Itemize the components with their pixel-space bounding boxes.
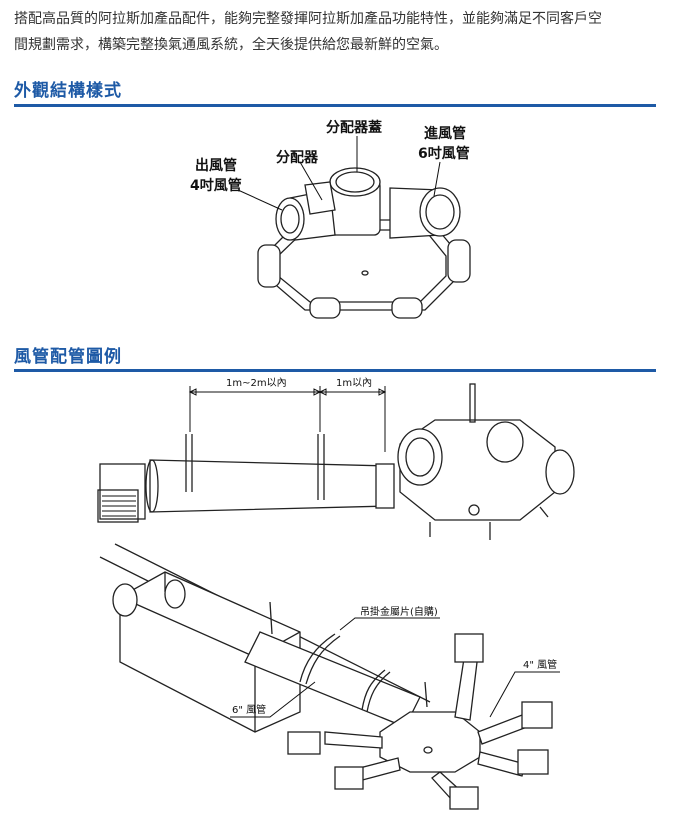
intro-line-2: 間規劃需求，構築完整換氣通風系統，全天後提供給您最新鮮的空氣。 (14, 37, 448, 53)
label-outlet-duct: 出風管 (195, 157, 237, 174)
intro-line-1: 搭配高品質的阿拉斯加產品配件，能夠完整發揮阿拉斯加產品功能特性，並能夠滿足不同客… (14, 11, 602, 27)
label-4in-duct: 4" 風管 (523, 658, 557, 671)
section-divider (14, 369, 656, 372)
outlet-duct-4in (275, 181, 336, 241)
distributor-cover (329, 167, 381, 236)
inlet-duct-6in (389, 187, 461, 239)
ceiling-install (99, 543, 431, 733)
label-dim-1m-2m: 1m~2m以內 (226, 377, 287, 389)
distributor-top-view (397, 383, 575, 540)
label-hanger: 吊掛金屬片(自購) (360, 605, 438, 618)
section-title-appearance: 外觀結構樣式 (14, 81, 122, 101)
dimension-lines (188, 386, 387, 452)
piping-diagram: 1m~2m以內 1m以內 (97, 377, 575, 810)
label-outlet-size: 4吋風管 (190, 177, 242, 194)
label-distributor: 分配器 (276, 150, 319, 166)
label-6in-duct: 6" 風管 (232, 703, 266, 716)
distributor-ceiling (287, 633, 553, 810)
label-inlet-duct: 進風管 (424, 125, 466, 142)
intro-text: 搭配高品質的阿拉斯加產品配件，能夠完整發揮阿拉斯加產品功能特性，並能夠滿足不同客… (14, 6, 664, 58)
label-distributor-cover: 分配器蓋 (326, 119, 382, 136)
section-divider (14, 104, 656, 107)
distributor-body (257, 219, 471, 319)
straight-duct (145, 434, 395, 513)
section-title-piping: 風管配管圖例 (14, 347, 122, 367)
label-inlet-size: 6吋風管 (418, 145, 470, 162)
wall-vent (97, 463, 146, 523)
distributor-diagram: 出風管 4吋風管 分配器 分配器蓋 進風管 6吋風管 (190, 119, 471, 319)
label-dim-1m: 1m以內 (336, 377, 372, 389)
